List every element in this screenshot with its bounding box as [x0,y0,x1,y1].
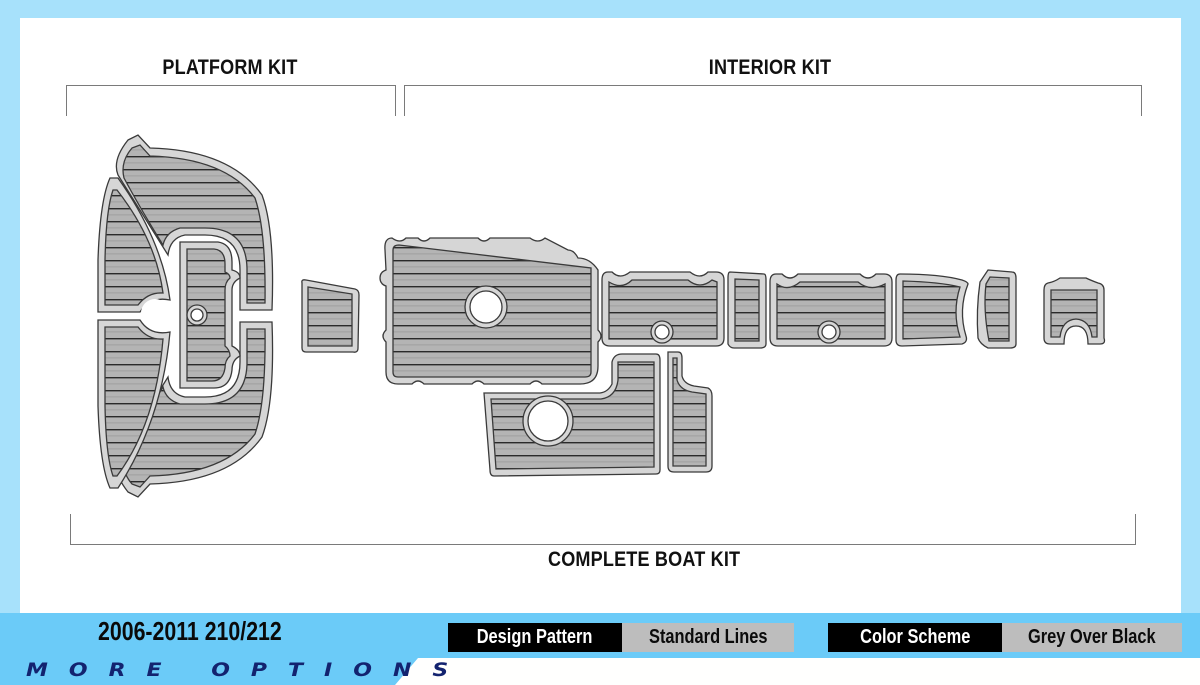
color-scheme-value[interactable]: Grey Over Black [1002,623,1182,652]
bar-diagonal-cut [395,658,1200,685]
platform-piece-lower [115,321,274,498]
platform-kit-title: PLATFORM KIT [162,56,298,79]
interior-piece-8 [1043,277,1106,345]
platform-piece-small [301,279,360,353]
interior-kit-title: INTERIOR KIT [708,56,832,79]
boat-model-label: 2006-2011 210/212 [98,616,282,646]
platform-piece-left-lower [97,319,171,489]
more-options-link[interactable]: MORE OPTIONS [26,659,470,682]
interior-piece-lower-narrow [667,351,713,473]
design-pattern-label: Design Pattern [448,623,622,652]
interior-kit-bracket [404,85,1142,116]
platform-piece-center [179,241,241,389]
interior-piece-6 [895,273,969,347]
platform-piece-left-upper [97,177,171,313]
platform-piece-upper [115,134,274,311]
interior-piece-7 [976,269,1017,349]
design-pattern-value[interactable]: Standard Lines [622,623,794,652]
design-pattern-option[interactable]: Design Pattern Standard Lines [448,623,794,652]
color-scheme-option[interactable]: Color Scheme Grey Over Black [828,623,1182,652]
interior-piece-5 [769,273,893,347]
color-scheme-label: Color Scheme [828,623,1002,652]
platform-kit-bracket [66,85,396,116]
complete-kit-title: COMPLETE BOAT KIT [548,548,741,571]
complete-kit-bracket [70,514,1136,545]
interior-piece-3 [601,271,725,347]
interior-piece-4 [727,271,767,349]
